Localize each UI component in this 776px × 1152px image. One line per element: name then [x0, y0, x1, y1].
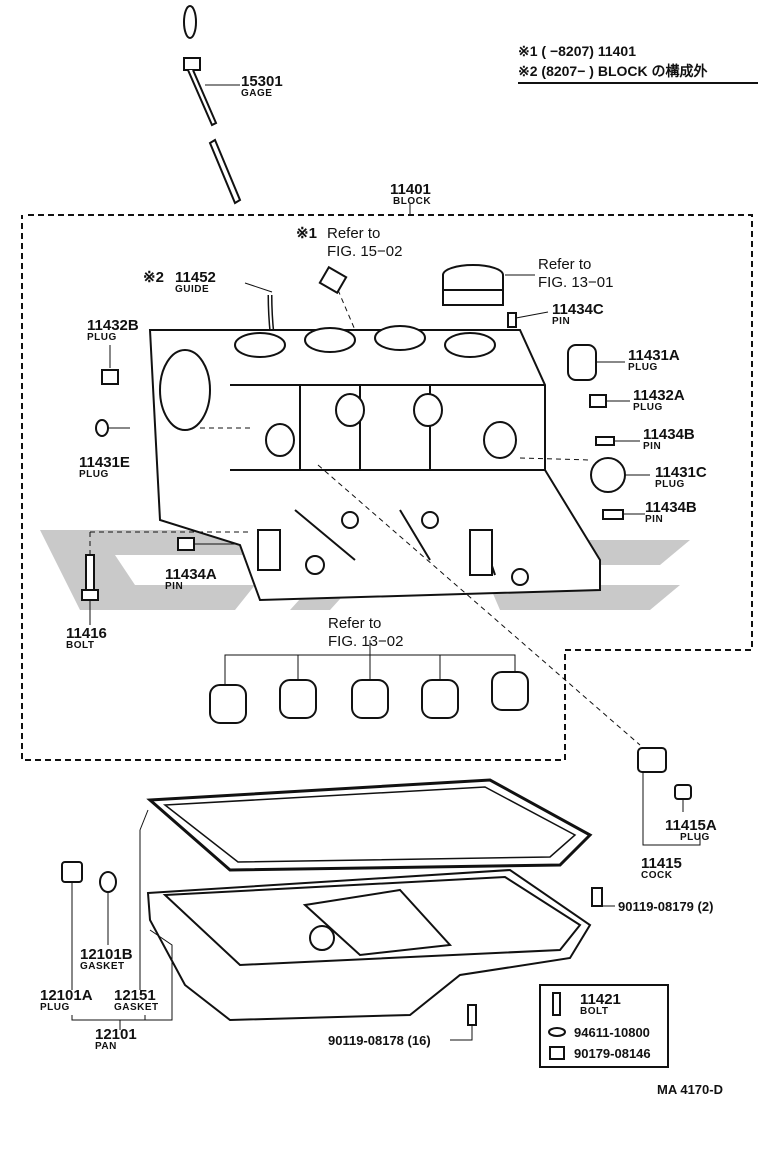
part-number-11416: 11416 — [66, 625, 107, 642]
drain-cock — [637, 747, 692, 800]
part-number-11434A: 11434A — [165, 566, 217, 583]
oil-pan — [146, 868, 592, 1022]
part-name-plug-11431C: PLUG — [655, 479, 685, 490]
part-number-11421: 11421 — [580, 991, 621, 1008]
part-name-guide: GUIDE — [175, 284, 210, 295]
refer-fig15-part-shape — [318, 265, 348, 295]
ref-fig15-line2: FIG. 15−02 — [327, 243, 403, 260]
ref-fig13-02-line2: FIG. 13−02 — [328, 633, 404, 650]
pin-11434A-shape — [177, 537, 195, 551]
part-name-pin-11434B-lower: PIN — [645, 514, 664, 525]
part-number-11431C: 11431C — [655, 464, 707, 481]
ref-fig13-01-line1: Refer to — [538, 256, 592, 273]
bolt-legend-box — [539, 984, 669, 1068]
washer-94611-icon — [548, 1027, 566, 1037]
part-name-pin-11434C: PIN — [552, 316, 571, 327]
cylinder-block — [148, 325, 601, 602]
pin-11434C-shape — [507, 312, 517, 328]
part-name-plug-12101A: PLUG — [40, 1002, 70, 1013]
part-name-plug-11415A: PLUG — [680, 832, 710, 843]
part-name-pan: PAN — [95, 1041, 117, 1052]
part-number-11401: 11401 — [390, 181, 431, 198]
pan-plug-shape — [61, 861, 83, 883]
part-number-11431E: 11431E — [79, 454, 130, 471]
part-name-plug-11431A: PLUG — [628, 362, 658, 373]
part-name-cock: COCK — [641, 870, 673, 881]
part-name-bolt-11416: BOLT — [66, 640, 95, 651]
ref-fig13-02-line1: Refer to — [328, 615, 382, 632]
pan-gasket-ring-shape — [99, 871, 117, 893]
part-number-90119-08178: 90119-08178 (16) — [328, 1033, 431, 1048]
part-number-11415: 11415 — [641, 855, 682, 872]
part-number-11434C: 11434C — [552, 301, 604, 318]
part-name-block: BLOCK — [393, 196, 432, 207]
pin-11434B-shape-1 — [595, 436, 615, 446]
dipstick-gage — [183, 5, 242, 205]
part-number-11432A: 11432A — [633, 387, 685, 404]
oil-pan-gasket — [146, 778, 593, 872]
part-name-gasket-12101B: GASKET — [80, 961, 125, 972]
bolt-90119-08178-shape — [467, 1004, 477, 1026]
part-number-12101: 12101 — [95, 1026, 137, 1043]
block-boundary-dashed — [21, 214, 753, 761]
part-number-11452: 11452 — [175, 269, 216, 286]
plug-11431A-shape — [567, 344, 597, 381]
crank-bearings — [209, 671, 529, 724]
part-name-plug-11431E: PLUG — [79, 469, 109, 480]
ref-fig15-line1: Refer to — [327, 225, 381, 242]
plug-11431E-shape — [95, 419, 109, 437]
figure-code: MA 4170-D — [657, 1082, 723, 1097]
part-name-pin-11434A: PIN — [165, 581, 184, 592]
bolt-90119-08179-shape — [591, 887, 603, 907]
nut-90179-icon — [549, 1046, 565, 1060]
part-number-11431A: 11431A — [628, 347, 680, 364]
part-number-12101B: 12101B — [80, 946, 133, 963]
part-name-bolt-11421: BOLT — [580, 1006, 609, 1017]
ref-prefix-1: ※1 — [296, 225, 317, 242]
note-line-1: ※1 ( −8207) 11401 — [518, 43, 636, 59]
part-number-15301: 15301 — [241, 73, 283, 90]
part-number-12101A: 12101A — [40, 987, 93, 1004]
part-number-11432B: 11432B — [87, 317, 139, 334]
bolt-11421-icon — [552, 992, 561, 1016]
part-number-90179-08146: 90179-08146 — [574, 1046, 651, 1061]
pin-11434B-shape-2 — [602, 509, 624, 520]
part-number-94611-10800: 94611-10800 — [574, 1025, 650, 1040]
part-name-plug-11432A: PLUG — [633, 402, 663, 413]
part-number-11434B-lower: 11434B — [645, 499, 697, 516]
plug-11432A-shape — [589, 394, 607, 408]
part-name-pin-11434B-upper: PIN — [643, 441, 662, 452]
part-name-gasket-12151: GASKET — [114, 1002, 159, 1013]
plug-11431C-shape — [590, 457, 626, 493]
ref-prefix-2: ※2 — [143, 269, 164, 286]
part-number-90119-08179: 90119-08179 (2) — [618, 899, 714, 914]
plug-11432B-shape — [101, 369, 119, 385]
bolt-11416-shape — [81, 554, 99, 601]
part-number-11415A: 11415A — [665, 817, 717, 834]
piston — [442, 264, 504, 306]
part-number-12151: 12151 — [114, 987, 156, 1004]
ref-fig13-01-line2: FIG. 13−01 — [538, 274, 614, 291]
bearing-leader-bracket — [224, 640, 516, 685]
part-name-plug-11432B: PLUG — [87, 332, 117, 343]
part-number-11434B-upper: 11434B — [643, 426, 695, 443]
note-line-2: ※2 (8207− ) BLOCK の構成外 — [518, 63, 708, 79]
part-name-gage: GAGE — [241, 88, 273, 99]
